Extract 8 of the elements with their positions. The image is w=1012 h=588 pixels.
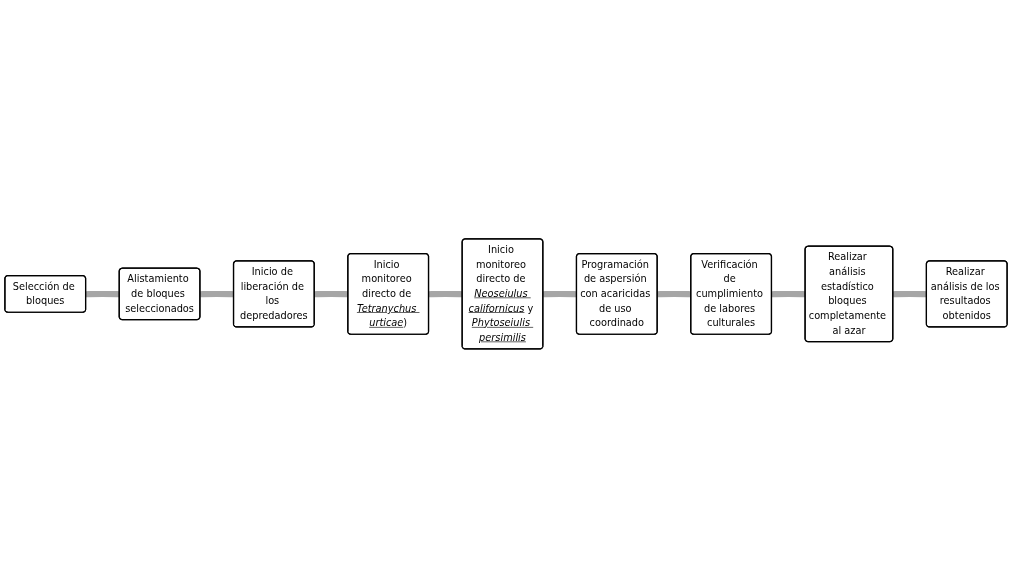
connector — [199, 291, 235, 298]
connector — [892, 291, 927, 298]
connector — [657, 291, 692, 298]
connector — [314, 291, 349, 298]
connector — [85, 291, 120, 298]
connector — [771, 291, 806, 298]
connector — [428, 291, 463, 298]
connector — [542, 291, 577, 298]
